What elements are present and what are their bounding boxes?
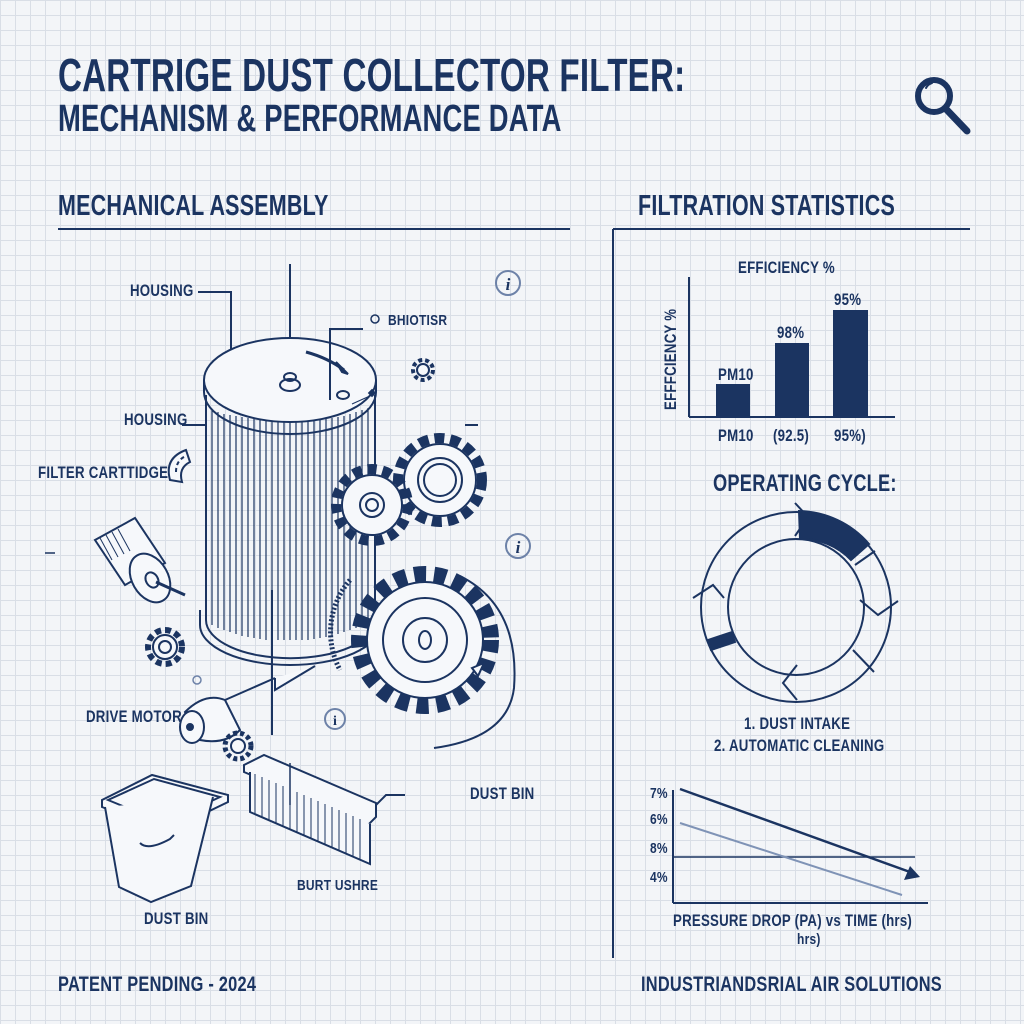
- magnifier-icon[interactable]: [915, 77, 971, 135]
- callout-dust-bin: DUST BIN: [144, 909, 209, 928]
- bar-95: [833, 310, 868, 417]
- callout-dust-bin-brush: DUST BIN: [470, 784, 535, 803]
- svg-text:i: i: [516, 538, 521, 557]
- dust-bin-drawing: [101, 773, 229, 904]
- line-chart-xlabel-wrap: hrs): [797, 931, 821, 948]
- pressure-drop-line-chart: [672, 787, 928, 904]
- info-icon[interactable]: i: [495, 270, 521, 296]
- callout-bhiotisr: BHIOTISR: [388, 312, 448, 329]
- bar-chart-ylabel: EFFFCIENCY %: [661, 308, 680, 410]
- y-tick: 4%: [650, 869, 668, 886]
- page-subtitle: MECHANISM & PERFORMANCE DATA: [58, 98, 562, 140]
- callout-drive-motor: DRIVE MOTOR: [86, 707, 182, 726]
- callout-housing-top: HOUSING: [130, 281, 194, 300]
- efficiency-bar-chart: [688, 277, 895, 418]
- y-tick: 7%: [650, 785, 668, 802]
- cycle-step-1: 1. DUST INTAKE: [744, 714, 851, 733]
- brush-drawing: [243, 753, 405, 866]
- gear-assembly: [145, 358, 516, 749]
- bar-92: [775, 343, 809, 417]
- bar-label-95: 95%: [834, 290, 862, 309]
- cycle-step-2: 2. AUTOMATIC CLEANING: [714, 736, 885, 755]
- svg-text:i: i: [333, 714, 337, 729]
- bar-pm10: [716, 384, 750, 417]
- rotation-arrow-icon: [167, 448, 192, 484]
- x-tick-pm10: PM10: [718, 426, 754, 445]
- svg-text:i: i: [506, 275, 511, 294]
- callout-burt-ushre: BURT USHRE: [297, 877, 379, 894]
- motor-drawing: [93, 516, 186, 604]
- y-tick: 8%: [650, 840, 668, 857]
- y-tick: 6%: [650, 811, 668, 828]
- info-icon[interactable]: i: [505, 533, 531, 559]
- section-heading-statistics: FILTRATION STATISTICS: [638, 190, 895, 222]
- section-heading-mechanical: MECHANICAL ASSEMBLY: [58, 190, 329, 222]
- info-icon[interactable]: i: [324, 708, 346, 730]
- operating-cycle-ring: [692, 502, 899, 703]
- callout-housing: HOUSING: [124, 410, 188, 429]
- callout-filter-cartridge: FILTER CARTTIDGE: [38, 463, 169, 482]
- page-title: CARTRIGE DUST COLLECTOR FILTER:: [58, 49, 686, 101]
- bar-label-pm10: PM10: [718, 365, 754, 384]
- x-tick-92: (92.5): [773, 426, 810, 445]
- footer-patent: PATENT PENDING - 2024: [58, 973, 257, 996]
- cycle-title: OPERATING CYCLE:: [713, 470, 897, 497]
- x-tick-95: 95%): [834, 426, 866, 445]
- section-rule: [58, 228, 570, 230]
- line-chart-xlabel: PRESSURE DROP (PA) vs TIME (hrs): [673, 911, 913, 930]
- footer-company: INDUSTRIANDSRIAL AIR SOLUTIONS: [641, 973, 942, 996]
- section-rule: [613, 228, 970, 230]
- bar-chart-title: EFFICIENCY %: [738, 258, 835, 277]
- drive-motor-drawing: [179, 590, 316, 762]
- bar-label-98: 98%: [777, 323, 805, 342]
